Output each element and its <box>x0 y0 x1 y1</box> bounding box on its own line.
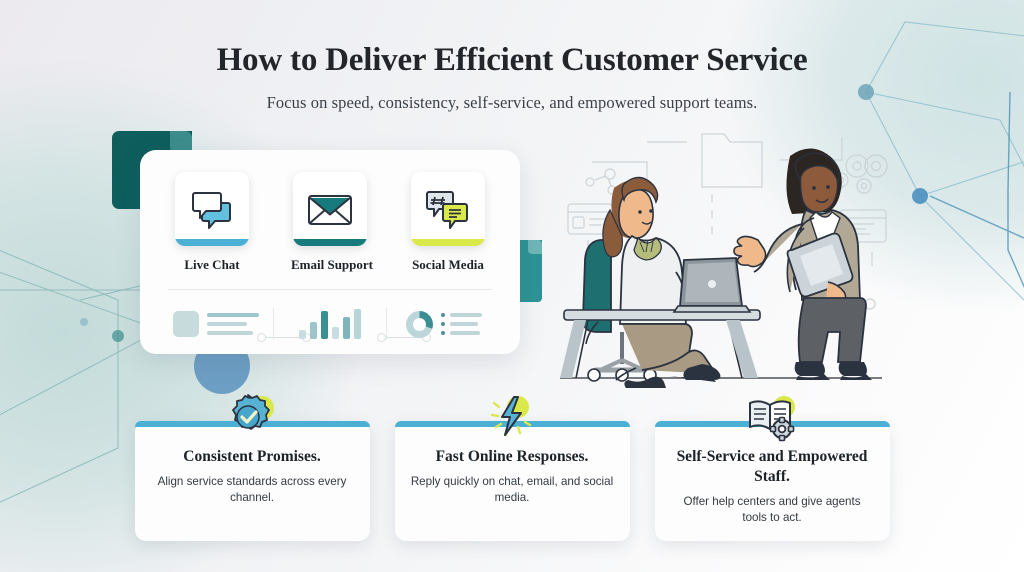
feature-card-title: Self-Service and Empowered Staff. <box>676 448 868 485</box>
tile-accent-bar <box>293 239 367 246</box>
tile-accent-bar <box>411 239 485 246</box>
node-dot <box>858 84 874 100</box>
connector-dot <box>377 333 386 342</box>
open-book-gear-icon <box>749 396 795 442</box>
channel-list: Live Chat Email Support <box>140 150 520 273</box>
connector-line <box>261 337 307 338</box>
gear-outline-icon <box>856 154 888 194</box>
channel-label: Social Media <box>412 257 484 272</box>
page-title: How to Deliver Efficient Customer Servic… <box>216 42 808 78</box>
lightning-bolt-icon <box>490 396 532 437</box>
channel-live-chat[interactable]: Live Chat <box>173 172 251 273</box>
channel-social-media[interactable]: Social Media <box>409 172 487 273</box>
feature-card-description: Align service standards across every cha… <box>157 474 347 505</box>
laptop <box>672 257 752 313</box>
tile-accent-bar <box>175 239 249 246</box>
page-subtitle: Focus on speed, consistency, self-servic… <box>266 93 758 112</box>
text-lines <box>207 313 260 335</box>
channel-tile <box>411 172 485 246</box>
envelope-icon <box>308 195 352 225</box>
hashtag-bubble-icon <box>426 191 468 229</box>
feature-card-fast-online-responses[interactable]: Fast Online Responses. Reply quickly on … <box>394 396 630 541</box>
legend-list <box>440 313 482 335</box>
feature-cards: Consistent Promises. Align service stand… <box>0 394 1024 541</box>
bar-chart-icon <box>299 309 361 339</box>
feature-card-title: Fast Online Responses. <box>435 448 589 465</box>
chat-bubbles-icon <box>192 192 231 229</box>
node-dot <box>112 330 124 342</box>
widget-donut-list <box>387 310 500 338</box>
feature-card-self-service[interactable]: Self-Service and Empowered Staff. Offer … <box>654 396 890 541</box>
feature-card-consistent-promises[interactable]: Consistent Promises. Align service stand… <box>134 394 370 541</box>
channel-tile <box>175 172 249 246</box>
channel-tile <box>293 172 367 246</box>
feature-card-description: Offer help centers and give agents tools… <box>683 494 861 525</box>
feature-card-title: Consistent Promises. <box>183 448 321 465</box>
connector-dot <box>257 333 266 342</box>
mini-widgets-row <box>160 302 500 346</box>
connector-line <box>381 337 427 338</box>
verified-badge-check-icon <box>232 394 274 430</box>
office-chair <box>582 239 657 382</box>
widget-bar-chart <box>274 309 387 339</box>
feature-card-description: Reply quickly on chat, email, and social… <box>410 474 614 505</box>
widget-media-block <box>160 311 273 337</box>
channel-email-support[interactable]: Email Support <box>291 172 373 273</box>
channels-card: Live Chat Email Support <box>140 150 520 354</box>
standing-woman-with-tablet <box>733 148 872 380</box>
widget-separator <box>272 308 274 340</box>
channel-label: Live Chat <box>184 257 240 272</box>
channel-label: Email Support <box>291 257 373 272</box>
two-women-office-illustration <box>560 133 887 388</box>
donut-chart-icon <box>405 310 433 338</box>
node-dot <box>80 318 88 326</box>
image-placeholder-icon <box>173 311 200 337</box>
node-dot <box>912 188 928 204</box>
seated-woman-with-laptop <box>602 176 721 388</box>
widget-separator <box>386 308 388 340</box>
card-divider <box>168 289 492 290</box>
header: How to Deliver Efficient Customer Servic… <box>0 42 1024 113</box>
